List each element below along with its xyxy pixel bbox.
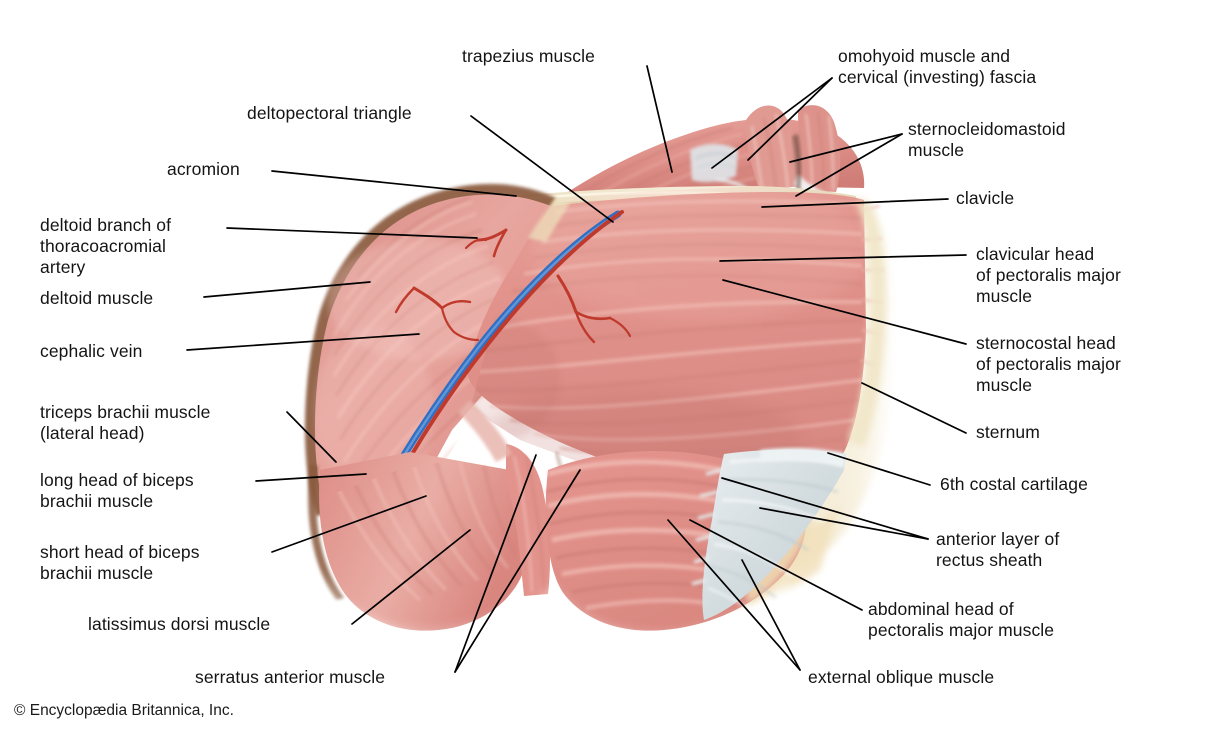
leader-triceps	[286, 411, 337, 463]
leader-serratus	[454, 454, 537, 673]
label-trapezius: trapezius muscle	[462, 46, 595, 66]
upper-arm-muscles	[308, 400, 570, 640]
leader-deltoid-branch	[226, 227, 478, 239]
label-deltopectoral: deltopectoral triangle	[247, 103, 412, 123]
label-deltoid-muscle: deltoid muscle	[40, 288, 154, 308]
leader-clavicular-head	[719, 254, 967, 262]
leader-sternocostal-head	[722, 279, 967, 345]
leader-deltoid-muscle	[203, 281, 371, 298]
label-clavicular-head: clavicular head of pectoralis major musc…	[976, 244, 1121, 306]
label-sternum: sternum	[976, 422, 1040, 442]
leader-cephalic-vein	[186, 333, 420, 351]
leader-anterior-rectus	[721, 477, 929, 540]
label-sternocleidomastoid: sternocleidomastoid muscle	[908, 119, 1066, 160]
label-abdominal-head: abdominal head of pectoralis major muscl…	[868, 599, 1055, 640]
label-external-oblique: external oblique muscle	[808, 667, 995, 687]
leader-clavicle	[761, 198, 949, 208]
label-latissimus: latissimus dorsi muscle	[88, 614, 271, 634]
label-serratus: serratus anterior muscle	[195, 667, 386, 687]
label-costal-cartilage: 6th costal cartilage	[940, 474, 1088, 494]
label-anterior-rectus: anterior layer of rectus sheath	[936, 529, 1060, 570]
leader-long-head-biceps	[255, 473, 367, 482]
leader-deltopectoral	[470, 115, 614, 223]
label-acromion: acromion	[167, 159, 240, 179]
label-cephalic-vein: cephalic vein	[40, 341, 143, 361]
deltopectoral-triangle	[528, 198, 570, 242]
leader-sternum	[861, 382, 967, 434]
copyright-credit: © Encyclopædia Britannica, Inc.	[14, 702, 234, 719]
label-omohyoid: omohyoid muscle and cervical (investing)…	[838, 46, 1037, 87]
sternocleidomastoid-muscle	[745, 105, 841, 204]
leader-external-oblique	[667, 519, 801, 671]
leader-costal-cartilage	[827, 452, 931, 486]
leader-trapezius	[646, 65, 673, 173]
leader-lines	[186, 65, 967, 673]
leader-sternocleidomastoid	[789, 133, 903, 163]
leader-anterior-rectus-b	[759, 507, 929, 540]
sternum	[848, 200, 887, 448]
label-clavicle: clavicle	[956, 188, 1015, 208]
leader-omohyoid	[747, 77, 833, 161]
label-triceps: triceps brachii muscle (lateral head)	[40, 402, 211, 443]
leader-latissimus	[351, 529, 471, 625]
label-long-head-biceps: long head of biceps brachii muscle	[40, 470, 194, 511]
thoracoacromial-artery-deltoid-branch	[390, 210, 632, 492]
label-sternocostal-head: sternocostal head of pectoralis major mu…	[976, 333, 1121, 395]
leader-external-oblique-b	[741, 559, 801, 671]
leader-short-head-biceps	[271, 495, 427, 553]
leader-sternocleidomastoid-b	[795, 133, 903, 197]
edge-feather	[271, 176, 923, 470]
label-deltoid-branch: deltoid branch of thoracoacromial artery	[40, 215, 172, 277]
leader-acromion	[271, 170, 517, 197]
label-short-head-biceps: short head of biceps brachii muscle	[40, 542, 200, 583]
leader-abdominal-head	[689, 519, 863, 611]
leader-serratus-b	[454, 469, 581, 673]
leader-omohyoid-b	[711, 77, 833, 169]
